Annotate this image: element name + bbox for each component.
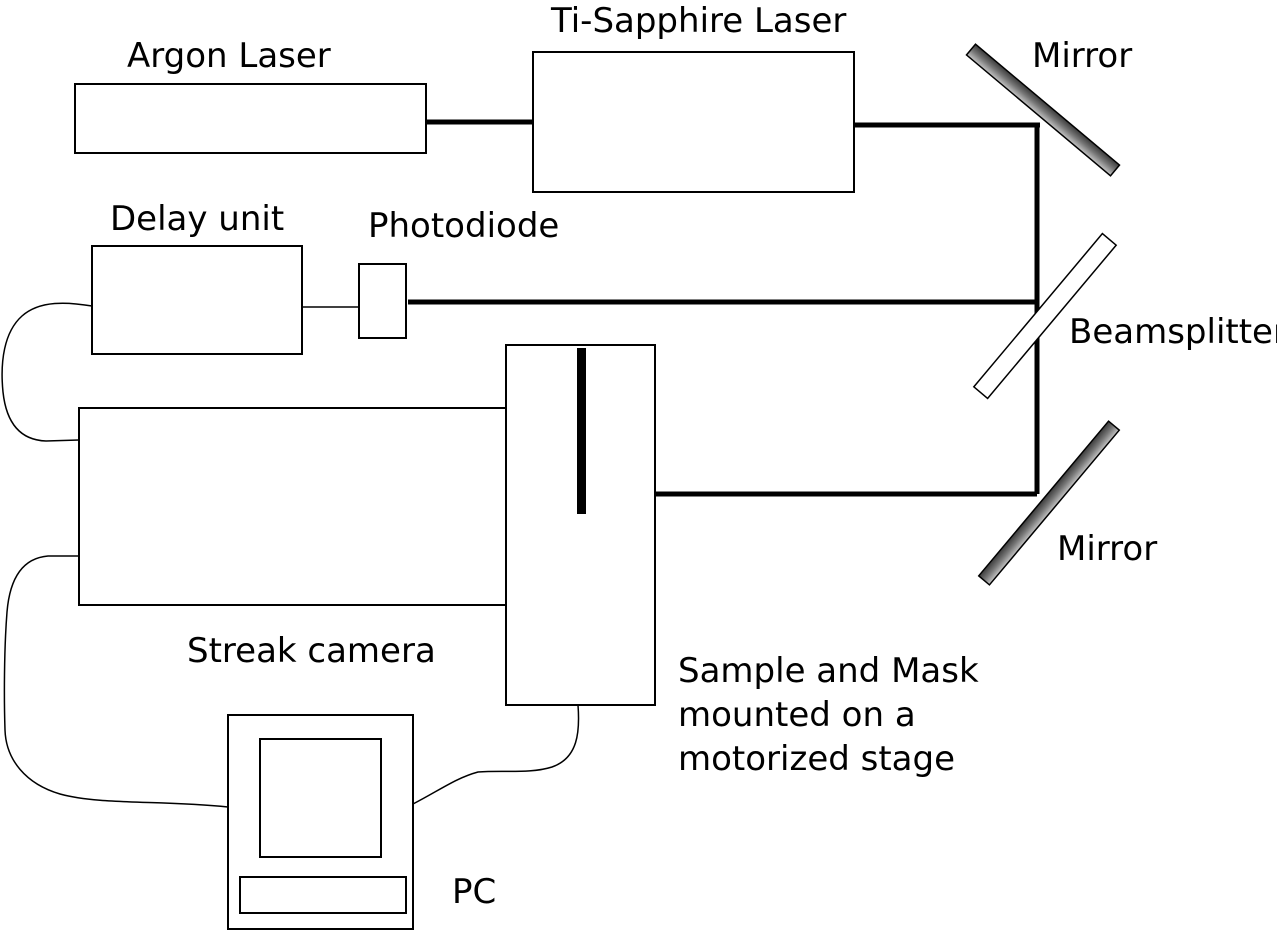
streak-camera-box xyxy=(78,407,507,606)
beamsplitter xyxy=(972,232,1118,400)
ti-sapphire-laser-box xyxy=(532,51,855,193)
sample-label-line1: Sample and Mask xyxy=(678,651,979,691)
cable-delay-to-streak xyxy=(1,302,93,442)
pc-label: PC xyxy=(452,872,496,912)
mirror-top-label: Mirror xyxy=(1032,36,1132,76)
streak-camera-label: Streak camera xyxy=(187,631,436,671)
cable-stage-to-pc xyxy=(412,704,580,805)
photodiode-label: Photodiode xyxy=(368,206,559,246)
sample-mask xyxy=(577,348,586,514)
pc-screen xyxy=(259,738,382,858)
beamsplitter-label: Beamsplitter xyxy=(1069,312,1277,352)
mirror-bottom-label: Mirror xyxy=(1057,529,1157,569)
argon-laser-box xyxy=(74,83,427,154)
argon-laser-label: Argon Laser xyxy=(127,36,331,76)
delay-unit-box xyxy=(91,245,303,355)
sample-label-line3: motorized stage xyxy=(678,739,955,779)
cable-streak-to-pc xyxy=(3,555,229,808)
delay-unit-label: Delay unit xyxy=(110,199,284,239)
pc-keyboard xyxy=(239,876,407,914)
photodiode-box xyxy=(358,263,407,339)
mirror-bottom xyxy=(977,420,1121,586)
sample-label-line2: mounted on a xyxy=(678,695,916,735)
mirror-top xyxy=(965,43,1121,177)
ti-sapphire-laser-label: Ti-Sapphire Laser xyxy=(550,1,846,41)
